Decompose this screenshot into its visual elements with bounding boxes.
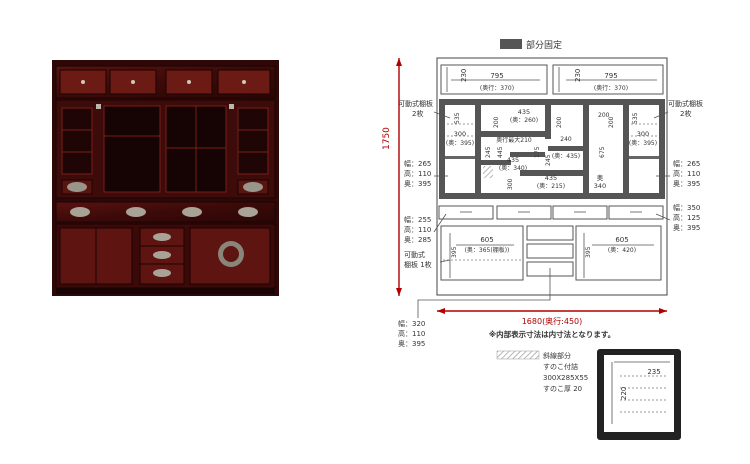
overall-height-label: 1750 [382, 127, 392, 150]
lower-left-depth: (奥：365(棚板)) [465, 246, 510, 254]
right-drawer-b-d: 奥：395 [673, 223, 700, 232]
hatch-legend: 斜線部分 すのこ付詰 300X285X55 すのこ厚 20 [496, 350, 588, 393]
note-text: ※内部表示寸法は内寸法となります。 [489, 329, 615, 339]
center-top-width: 435 [518, 108, 530, 116]
left-drawer-a-h: 高：110 [404, 169, 431, 178]
left-drawer-a-w: 幅：265 [404, 159, 431, 168]
right-shelf-label-2: 2枚 [680, 109, 691, 118]
left-drawer-b-w: 幅：255 [404, 215, 431, 224]
left-drawer-b-h: 高：110 [404, 225, 431, 234]
right-drawer-b-w: 幅：350 [673, 203, 700, 212]
left-drawer-a-d: 奥：395 [404, 179, 431, 188]
mid-v2: 445 [497, 146, 504, 158]
inset-height: 220 [620, 387, 628, 400]
mid-v3: 175 [534, 146, 541, 158]
overall-width-label: 1680(奥行:450) [522, 316, 583, 326]
right-small-depth: (奥：435) [552, 152, 580, 160]
inset-width: 235 [647, 368, 660, 376]
right-shelf-label-1: 可動式棚板 [668, 99, 703, 108]
legend-fixed-label: 部分固定 [526, 39, 562, 51]
left-shelf-label-1: 可動式棚板 [398, 99, 433, 108]
lower-shelf-label-2: 棚板 1枚 [404, 260, 432, 269]
top-left-depth: (奥行：370) [480, 84, 514, 92]
center-top-depth: (奥：260) [510, 116, 538, 124]
mid-depth: (奥：340) [499, 164, 527, 172]
lower-shelf-label-1: 可動式 [404, 250, 425, 259]
lower-right-width: 605 [615, 236, 628, 244]
mid-v5: 675 [599, 146, 606, 158]
bottom-depth: (奥：215) [537, 182, 565, 190]
hatch-swatch [496, 350, 540, 360]
lower-left-height: 395 [451, 246, 458, 258]
sunoko-size: 300X285X55 [543, 374, 588, 382]
center-v2: 200 [556, 116, 563, 128]
top-right-depth: (奥行：370) [594, 84, 628, 92]
sunoko-inset: 235 220 [597, 349, 681, 440]
left-shelf-label-2: 2枚 [412, 109, 423, 118]
bottom-drawer-d: 奥：395 [398, 339, 425, 348]
sunoko-thickness: すのこ厚 20 [543, 385, 582, 393]
overall-width-dimension: 1680(奥行:450) [437, 308, 667, 326]
left-drawer-b-d: 奥：285 [404, 235, 431, 244]
left-shelf-width: 300 [454, 130, 466, 138]
drawing-labels: 230 230 795 (奥行：370) 795 (奥行：370) 535 30… [446, 69, 657, 258]
bottom-drawer-w: 幅：320 [398, 319, 425, 328]
bottom-h: 300 [507, 178, 514, 190]
center-v1: 200 [493, 116, 500, 128]
overall-height-dimension: 1750 [382, 58, 402, 296]
top-drawer-height-left: 230 [460, 69, 468, 82]
bottom-width: 435 [545, 174, 557, 182]
deep-value: 340 [594, 182, 606, 190]
hatch-label: 斜線部分 [543, 351, 571, 360]
top-drawer-height-right: 230 [574, 69, 582, 82]
top-right-width: 795 [604, 72, 617, 80]
sunoko-label: すのこ付詰 [543, 362, 578, 371]
legend-fixed: 部分固定 [500, 39, 562, 51]
right-drawer-a-d: 奥：395 [673, 179, 700, 188]
right-drawer-b-h: 高：125 [673, 213, 700, 222]
cabinet-drawing [436, 57, 668, 296]
center-v4: 200 [608, 116, 615, 128]
left-cab-height: 535 [454, 112, 461, 124]
left-shelf-depth: (奥：395) [446, 139, 474, 147]
side-labels: 可動式棚板 2枚 可動式棚板 2枚 幅：265 高：110 奥：395 幅：26… [398, 99, 703, 348]
max-depth-label: 奥行最大210 [496, 136, 532, 144]
top-left-width: 795 [490, 72, 503, 80]
lower-right-height: 395 [585, 246, 592, 258]
lower-left-width: 605 [480, 236, 493, 244]
center-v3: 200 [598, 112, 610, 119]
right-drawer-a-w: 幅：265 [673, 159, 700, 168]
deep-label: 奥 [597, 173, 604, 182]
lower-right-depth: (奥：420) [608, 246, 636, 254]
right-small: 240 [560, 136, 572, 143]
right-shelf-width: 300 [637, 130, 649, 138]
right-cab-height: 535 [632, 112, 639, 124]
bottom-drawer-h: 高：110 [398, 329, 425, 338]
cabinet-photo [52, 60, 279, 296]
mid-v4: 245 [545, 154, 552, 166]
right-drawer-a-h: 高：110 [673, 169, 700, 178]
right-shelf-depth: (奥：395) [629, 139, 657, 147]
mid-width: 435 [507, 156, 519, 164]
mid-v1: 245 [485, 146, 492, 158]
